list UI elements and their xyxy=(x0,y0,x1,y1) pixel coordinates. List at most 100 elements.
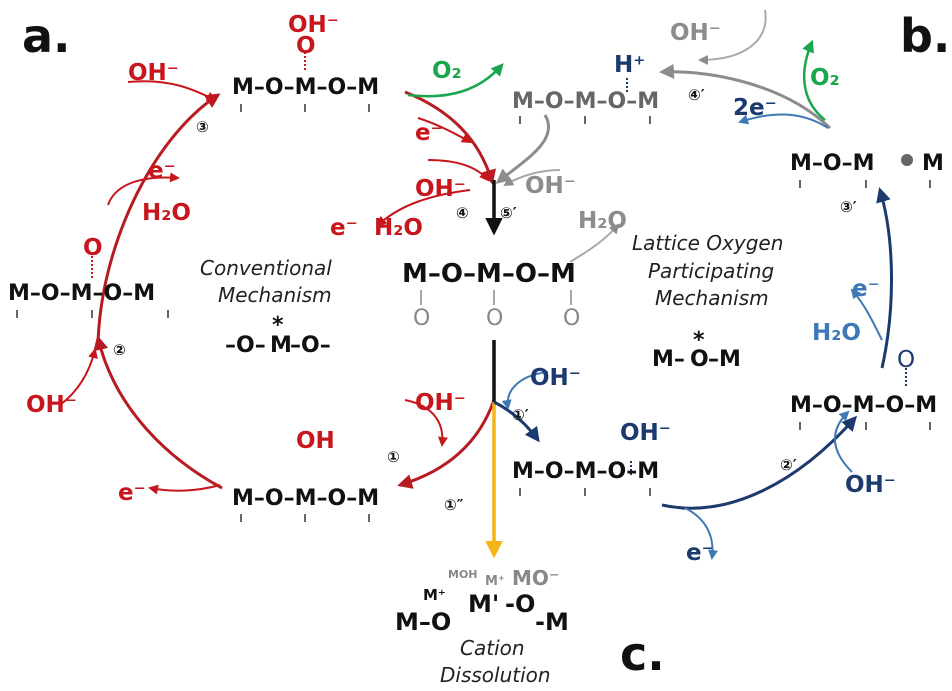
label-o2-lattice: O₂ xyxy=(810,65,840,91)
step-2p: ②′ xyxy=(780,456,797,474)
arrows-layer xyxy=(59,9,893,560)
arrow-cycle-step4-entry xyxy=(404,90,496,185)
chain-ticks xyxy=(16,104,931,522)
arrow-e-out-step4a xyxy=(417,117,472,144)
step-4: ④ xyxy=(456,204,469,222)
arrow-lattice-step2p xyxy=(661,415,857,510)
arrow-oh-in-step4 xyxy=(427,159,490,182)
step-1: ① xyxy=(387,448,400,466)
conventional-motif-m: M xyxy=(270,333,292,358)
arrow-e-out-step3p xyxy=(850,288,883,341)
label-e-step1: e⁻ xyxy=(118,480,146,506)
lattice-title-1: Lattice Oxygen xyxy=(632,231,783,255)
lattice-title-2: Participating xyxy=(648,259,774,283)
label-2e-step4p: 2e⁻ xyxy=(733,95,777,121)
dotted-bonds xyxy=(91,52,907,475)
step-5p: ⑤′ xyxy=(500,204,517,222)
arrow-2e-out-step4p xyxy=(738,113,829,129)
conventional-title-2: Mechanism xyxy=(218,283,332,307)
label-e-step2p: e⁻ xyxy=(686,540,714,566)
lattice-motif-left: M– xyxy=(652,347,685,372)
arrow-e-out-step3 xyxy=(107,172,180,206)
arrow-o2-out-lattice xyxy=(802,39,826,121)
arrow-e-out-step2p xyxy=(684,507,718,560)
label-e-step3p: e⁻ xyxy=(852,276,880,302)
arrow-lattice-step1p xyxy=(493,400,540,443)
chain-lattice-bottom: M–O–M–O–M xyxy=(512,459,659,484)
lattice-motif-o: O xyxy=(690,347,709,372)
label-h2o-step3p: H₂O xyxy=(812,320,861,346)
chain-bottom: M–O–M–O–M xyxy=(232,486,379,511)
label-oh-top: OH⁻ xyxy=(670,20,721,46)
conventional-title-1: Conventional xyxy=(200,256,332,280)
panel-label-b: b. xyxy=(900,9,950,63)
label-oh-step2p: OH⁻ xyxy=(845,472,896,498)
step-1p: ①′ xyxy=(512,406,529,424)
dissolution-m-plus-right: M⁺ xyxy=(485,574,505,589)
chain-lattice-top: M–O–M–O–M xyxy=(512,89,659,114)
center-o-1: O xyxy=(413,306,430,331)
label-e-step4b: e⁻ xyxy=(330,215,358,241)
label-oh-step2: OH⁻ xyxy=(26,392,77,418)
arrow-oh-in-step1 xyxy=(404,399,448,447)
dissolution-mo: M–O xyxy=(395,608,451,636)
oxygen-vacancy-dot xyxy=(901,154,913,166)
step-2: ② xyxy=(113,341,126,359)
dissolution-m: -M xyxy=(535,608,569,636)
step-1pp: ①″ xyxy=(444,496,464,514)
center-o-2: O xyxy=(486,306,503,331)
step-3p: ③′ xyxy=(840,198,857,216)
arrow-oh-in-step2 xyxy=(59,348,98,406)
label-e-step3: e⁻ xyxy=(148,158,176,184)
label-o2-conv: O₂ xyxy=(432,58,462,84)
arrow-oh-in-step1p xyxy=(501,371,549,410)
dissolution-moh: MOH xyxy=(448,568,478,581)
chain-center: M–O–M–O–M xyxy=(402,259,576,289)
conventional-motif: –O– xyxy=(225,333,266,358)
label-h2o-lattice: H₂O xyxy=(578,208,627,234)
label-e-step4: e⁻ xyxy=(415,120,443,146)
lattice-title-3: Mechanism xyxy=(655,286,769,310)
conventional-motif-end: –O– xyxy=(290,333,331,358)
label-oh-step1p: OH⁻ xyxy=(530,365,581,391)
dissolution-o: -O xyxy=(505,590,535,618)
dissolution-m-plus-left: M⁺ xyxy=(423,586,446,604)
center-o-3: O xyxy=(563,306,580,331)
left-o: O xyxy=(83,235,103,261)
dissolution-title-1: Cation xyxy=(460,636,525,660)
right-o: O xyxy=(897,347,915,373)
dissolution-mo-minus: MO⁻ xyxy=(512,566,559,590)
center-lattice-o-links xyxy=(420,290,572,305)
arrow-o2-out xyxy=(407,63,504,98)
h-plus: H⁺ xyxy=(614,52,645,78)
lattice-motif-star: * xyxy=(693,328,705,353)
arrow-h2o-out-lattice xyxy=(569,223,620,263)
arrow-h2o-out-step4 xyxy=(376,189,471,227)
label-oh-step5p: OH⁻ xyxy=(525,173,576,199)
chain-top: M–O–M–O–M xyxy=(232,75,379,100)
arrow-oh-in-step5p xyxy=(503,169,561,187)
label-oh-step1: OH⁻ xyxy=(415,390,466,416)
chain-right-vacancy-end: M xyxy=(922,151,944,176)
arrow-lattice-step4p xyxy=(659,63,832,130)
label-h2o-step3: H₂O xyxy=(142,200,191,226)
text-layer: a. b. c. OH⁻ O M–O–M–O–M O M–O–M–O–M OH … xyxy=(8,9,950,687)
arrow-oh-in-step2p xyxy=(834,410,853,473)
dissolution-title-2: Dissolution xyxy=(440,663,551,687)
bottom-oh: OH xyxy=(296,428,335,454)
step-4p: ④′ xyxy=(688,86,705,104)
label-h2o-step4: H₂O xyxy=(374,215,423,241)
arrow-lattice-step3p xyxy=(876,187,893,369)
arrow-lattice-step5p xyxy=(495,114,551,184)
conventional-motif-star: * xyxy=(272,313,284,338)
top-oh-minus: OH⁻ xyxy=(288,12,339,38)
label-oh-step3: OH⁻ xyxy=(128,60,179,86)
arrow-cycle-step2-to-step3 xyxy=(96,93,221,346)
chain-right-vacancy: M–O–M xyxy=(790,151,875,176)
chain-right-lower: M–O–M–O–M xyxy=(790,393,937,418)
top-o: O xyxy=(296,33,316,59)
lattice-motif-right: –M xyxy=(708,347,741,372)
panel-label-c: c. xyxy=(620,627,665,681)
